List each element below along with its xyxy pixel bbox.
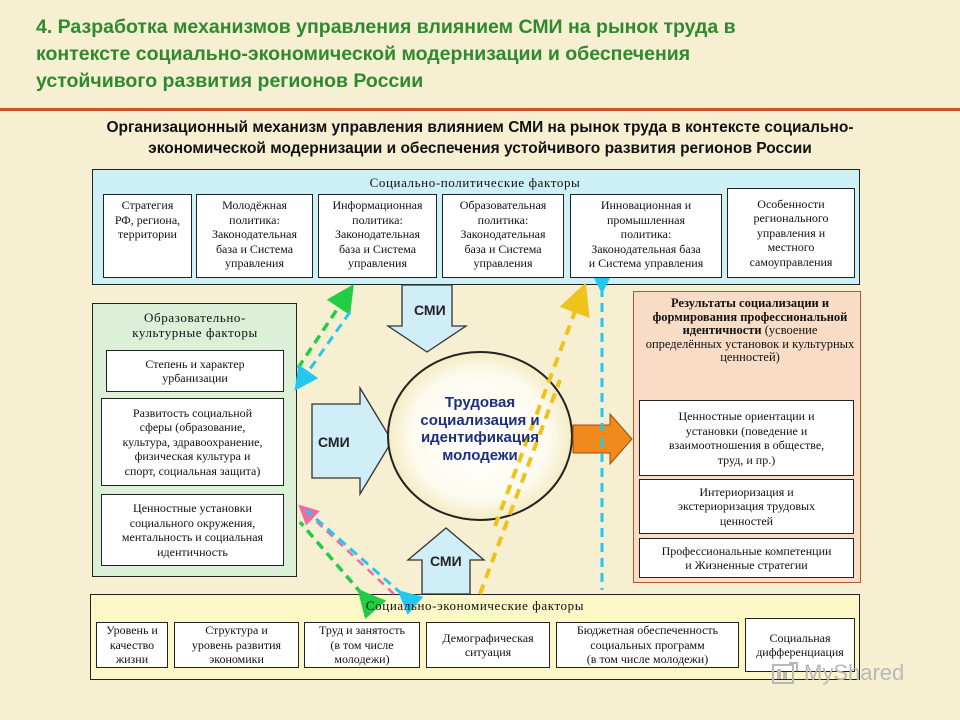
factor-information-policy: Информационная политика: Законодательная… [318,194,437,278]
factor-innovation-policy: Инновационная и промышленная политика: З… [570,194,722,278]
center-label: Трудовая социализация и идентификация мо… [420,394,540,464]
watermark-text: MyShared [804,660,905,685]
smi-arrow-top [385,284,469,353]
center-circle [387,351,573,521]
factor-living-standard: Уровень и качество жизни [96,622,168,668]
factor-regional-governance: Особенности регионального управления и м… [727,188,855,278]
factor-value-orientations: Ценностные установки социального окружен… [101,494,284,566]
smi-arrow-left [311,385,393,497]
smi-label-left: СМИ [318,434,350,450]
result-value-orientations: Ценностные ориентации и установки (повед… [639,400,854,476]
smi-label-bottom: СМИ [430,553,462,569]
factor-urbanization: Степень и характер урбанизации [106,350,284,392]
edu-cultural-label: Образовательно- культурные факторы [132,310,258,340]
result-competencies: Профессиональные компетенции и Жизненные… [639,538,854,578]
socio-political-label: Социально-политические факторы [369,175,581,190]
diagram-subtitle: Организационный механизм управления влия… [106,119,854,157]
factor-social-sphere: Развитость социальной сферы (образование… [101,398,284,486]
factor-budget: Бюджетная обеспеченность социальных прог… [556,622,739,668]
factor-demography: Демографическая ситуация [426,622,550,668]
factor-education-policy: Образовательная политика: Законодательна… [442,194,564,278]
factor-economy-structure: Структура и уровень развития экономики [174,622,299,668]
result-interiorization: Интериоризация и экстериоризация трудовы… [639,479,854,534]
results-label: Результаты социализации и формирования п… [645,296,855,364]
watermark-icon [772,662,798,684]
factor-strategy: Стратегия РФ, региона, территории [103,194,192,278]
slide-title: 4. Разработка механизмов управления влия… [36,16,736,92]
smi-arrow-bottom [406,527,486,595]
factor-employment: Труд и занятость (в том числе молодежи) [304,622,420,668]
factor-social-differentiation: Социальная дифференциация [745,618,855,672]
watermark: MyShared [772,658,904,688]
socio-economic-label: Социально-экономические факторы [365,598,585,613]
factor-youth-policy: Молодёжная политика: Законодательная баз… [196,194,313,278]
title-divider [0,108,960,111]
smi-label-top: СМИ [414,302,446,318]
